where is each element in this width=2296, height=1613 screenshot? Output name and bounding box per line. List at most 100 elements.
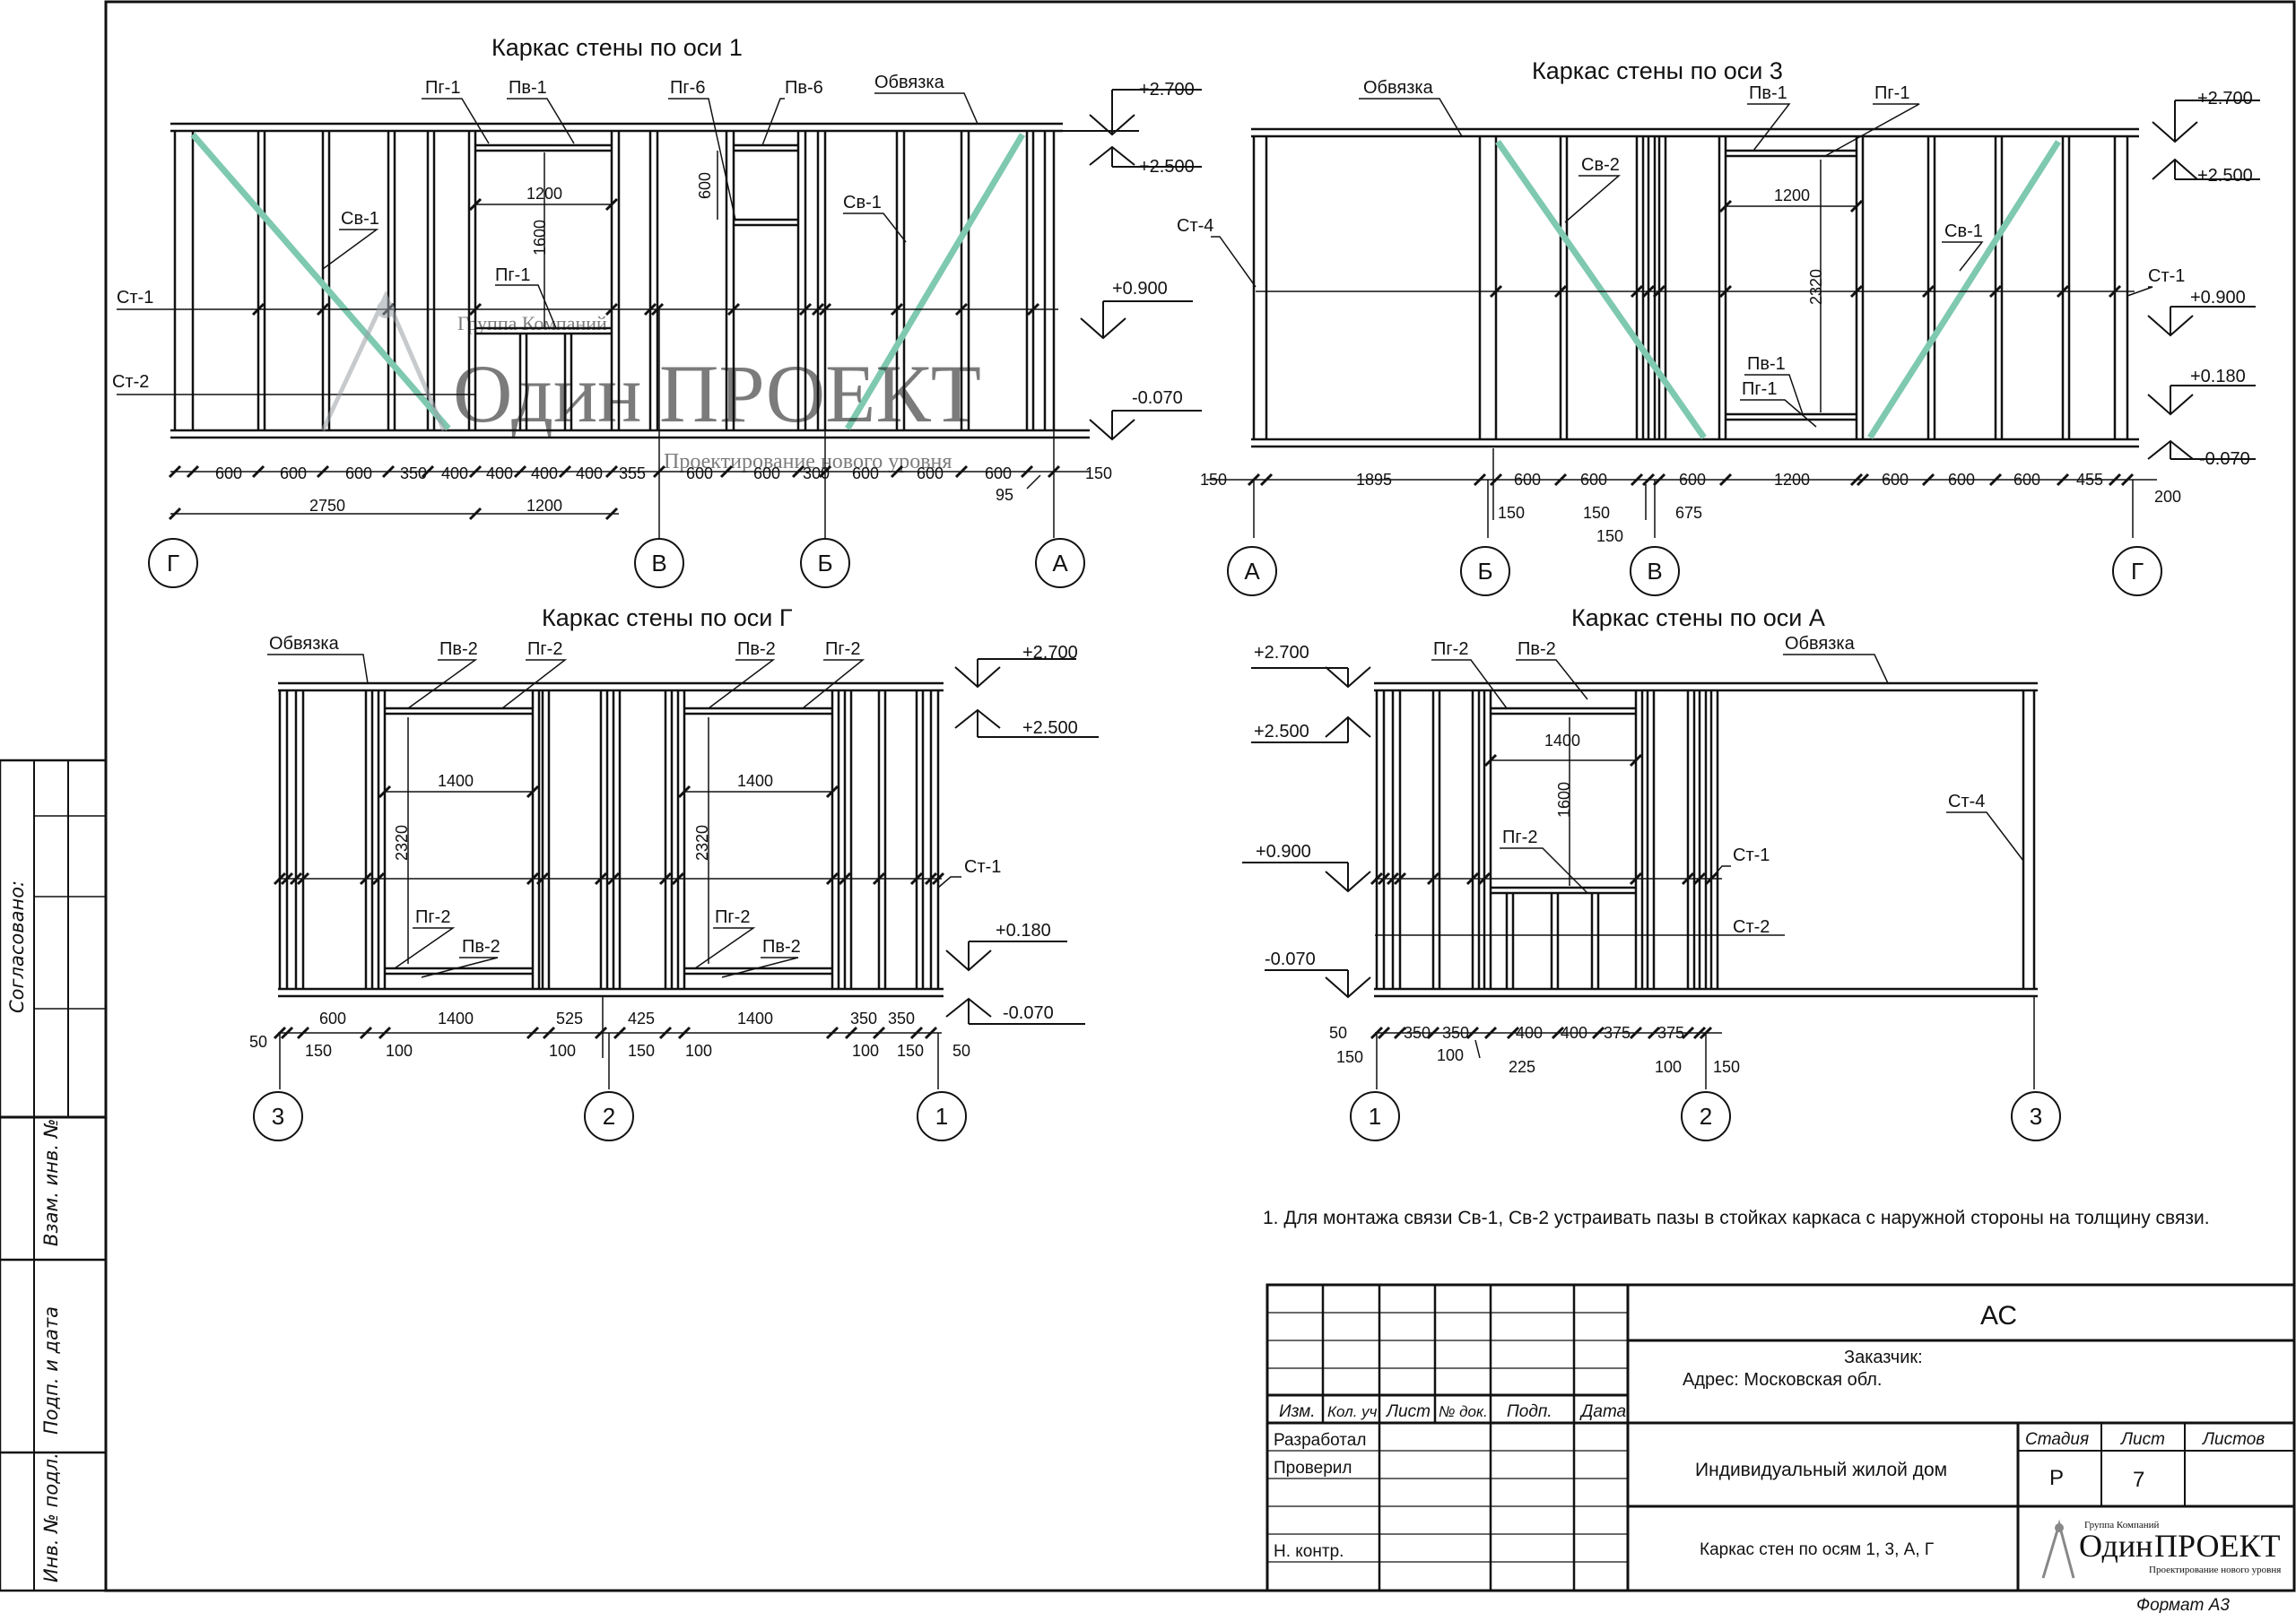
- lbl-ag-pg2-2: Пг-2: [825, 639, 860, 659]
- lbl-a3-pg1-b: Пг-1: [1742, 379, 1777, 399]
- dim-aa-100-r: 100: [1655, 1058, 1682, 1076]
- dim-ag-1400-t1: 1400: [438, 772, 474, 790]
- dim-a1-400-1: 400: [441, 464, 468, 482]
- lbl-a1-obv: Обвязка: [874, 73, 945, 92]
- tb-object: Индивидуальный жилой дом: [1695, 1460, 1947, 1480]
- tb-code: АС: [1980, 1301, 2017, 1331]
- axis-a1-A: А: [1052, 550, 1068, 577]
- lbl-a1-sv1-l: Св-1: [341, 209, 379, 229]
- dim-ag-600: 600: [319, 1010, 346, 1028]
- dim-ag-2320-1: 2320: [393, 825, 411, 861]
- lbl-ag-pv2-2: Пв-2: [737, 639, 776, 659]
- lbl-ag-pg2-1: Пг-2: [527, 639, 562, 659]
- logo-group: Группа Компаний: [2084, 1520, 2160, 1531]
- dim-a1-600-3: 600: [345, 464, 372, 482]
- lvl-ag-2500: +2.500: [1022, 718, 1078, 738]
- side-inv-vzam: Взам. инв. №: [40, 1118, 62, 1246]
- axis-ag-2: 2: [603, 1103, 615, 1130]
- dim-ag-1400-b1: 1400: [438, 1010, 474, 1028]
- dim-a3-600-6: 600: [2013, 471, 2040, 489]
- axis-a1-B: Б: [817, 550, 832, 577]
- dim-a3-675: 675: [1675, 504, 1702, 522]
- axis-markers-wall-A: [1350, 1091, 2061, 1141]
- lvl-a3-m0070: -0.070: [2199, 449, 2250, 469]
- wall-axis-G: Каркас стены по оси Г: [249, 604, 1099, 1141]
- dim-aa-50: 50: [1329, 1024, 1347, 1042]
- axis-a3-A: А: [1244, 558, 1260, 585]
- tb-norm: Н. контр.: [1274, 1542, 1344, 1561]
- lvl-a3-2700: +2.700: [2197, 89, 2253, 108]
- general-note: 1. Для монтажа связи Св-1, Св-2 устраива…: [1263, 1208, 2210, 1228]
- dim-aa-150-l: 150: [1336, 1048, 1363, 1066]
- dim-a1-600-7: 600: [917, 464, 944, 482]
- lbl-a3-st1: Ст-1: [2148, 266, 2185, 286]
- lvl-a3-0900: +0.900: [2190, 288, 2246, 308]
- dim-ag-525: 525: [556, 1010, 583, 1028]
- side-sign-date: Подп. и дата: [40, 1306, 62, 1435]
- lbl-aa-st1: Ст-1: [1733, 846, 1770, 865]
- studs-axis-A: [1375, 690, 2036, 989]
- tb-address: Адрес: Московская обл.: [1683, 1370, 1882, 1390]
- axis-markers-wall-1: [148, 538, 1085, 588]
- lbl-a3-pv1-b: Пв-1: [1747, 354, 1786, 374]
- logo-brand1: Один: [2079, 1528, 2152, 1564]
- lbl-a1-st2: Ст-2: [112, 372, 149, 392]
- lbl-a1-pg1-mid: Пг-1: [495, 265, 530, 285]
- ticks-axis-3: [1247, 199, 2135, 487]
- dim-aa-350-2: 350: [1442, 1024, 1469, 1042]
- dim-a1-600-v: 600: [696, 172, 714, 199]
- lbl-aa-st2: Ст-2: [1733, 917, 1770, 937]
- level-marks-axis-G: [945, 658, 1099, 1025]
- watermark-slogan: Проектирование нового уровня: [664, 450, 952, 473]
- dim-ag-100-1: 100: [386, 1042, 413, 1060]
- lbl-a1-pv6: Пв-6: [785, 78, 823, 98]
- axis-a3-B: Б: [1477, 558, 1492, 585]
- level-marks-axis-A: [1242, 666, 1371, 999]
- tb-format: Формат А3: [2136, 1596, 2230, 1613]
- axis-aa-2: 2: [1700, 1103, 1712, 1130]
- tb-col-kol: Кол. уч: [1327, 1403, 1378, 1420]
- dim-ag-350-1: 350: [850, 1010, 877, 1028]
- dim-a1-1200-t: 1200: [526, 185, 562, 203]
- side-inv-podl: Инв. № подл.: [40, 1453, 62, 1583]
- tb-col-izm: Изм.: [1279, 1402, 1316, 1421]
- axis-a1-V: В: [651, 550, 666, 577]
- tb-checked: Проверил: [1274, 1459, 1352, 1478]
- axis-a3-G: Г: [2131, 558, 2144, 585]
- lvl-a1-2700: +2.700: [1139, 80, 1195, 100]
- dim-a3-600-5: 600: [1948, 471, 1975, 489]
- lbl-a3-obv: Обвязка: [1363, 78, 1434, 98]
- dim-a1-600-4: 600: [686, 464, 713, 482]
- lvl-aa-2500: +2.500: [1254, 722, 1309, 741]
- tb-col-ndok: № док.: [1439, 1403, 1488, 1420]
- wall-axis-1: Каркас стены по оси 1: [112, 34, 1202, 588]
- dim-a3-600-3: 600: [1679, 471, 1706, 489]
- dim-aa-1400: 1400: [1544, 732, 1580, 750]
- level-marks-axis-3: [2147, 100, 2260, 460]
- dim-a1-350: 350: [400, 464, 427, 482]
- dim-a1-355: 355: [619, 464, 646, 482]
- dim-ag-1400-b2: 1400: [737, 1010, 773, 1028]
- dim-a1-400-4: 400: [576, 464, 603, 482]
- lbl-ag-pv2-3: Пв-2: [462, 937, 500, 957]
- lbl-ag-st1: Ст-1: [964, 857, 1001, 877]
- axis-ag-1: 1: [935, 1103, 948, 1130]
- tb-col-podp: Подп.: [1507, 1402, 1552, 1421]
- axis-aa-1: 1: [1369, 1103, 1381, 1130]
- dim-ag-150-r: 150: [897, 1042, 924, 1060]
- dim-ag-50-l: 50: [249, 1033, 267, 1051]
- logo-slogan: Проектирование нового уровня: [2149, 1565, 2281, 1575]
- dim-a3-1200-b: 1200: [1774, 471, 1810, 489]
- lvl-a1-2500: +2.500: [1139, 157, 1195, 177]
- studs-axis-G: [278, 690, 940, 989]
- studs-axis-3: [1252, 136, 2129, 439]
- title-block-logo: Группа Компаний Один ПРОЕКТ Проектирован…: [2041, 1519, 2281, 1579]
- dim-a3-600-1: 600: [1514, 471, 1541, 489]
- dim-a3-2320: 2320: [1807, 269, 1825, 305]
- dim-ag-350-2: 350: [888, 1010, 915, 1028]
- tb-col-data: Дата: [1579, 1402, 1626, 1421]
- lbl-aa-obv: Обвязка: [1785, 634, 1856, 654]
- tb-sheet: 7: [2133, 1468, 2144, 1492]
- tb-developed: Разработал: [1274, 1431, 1366, 1450]
